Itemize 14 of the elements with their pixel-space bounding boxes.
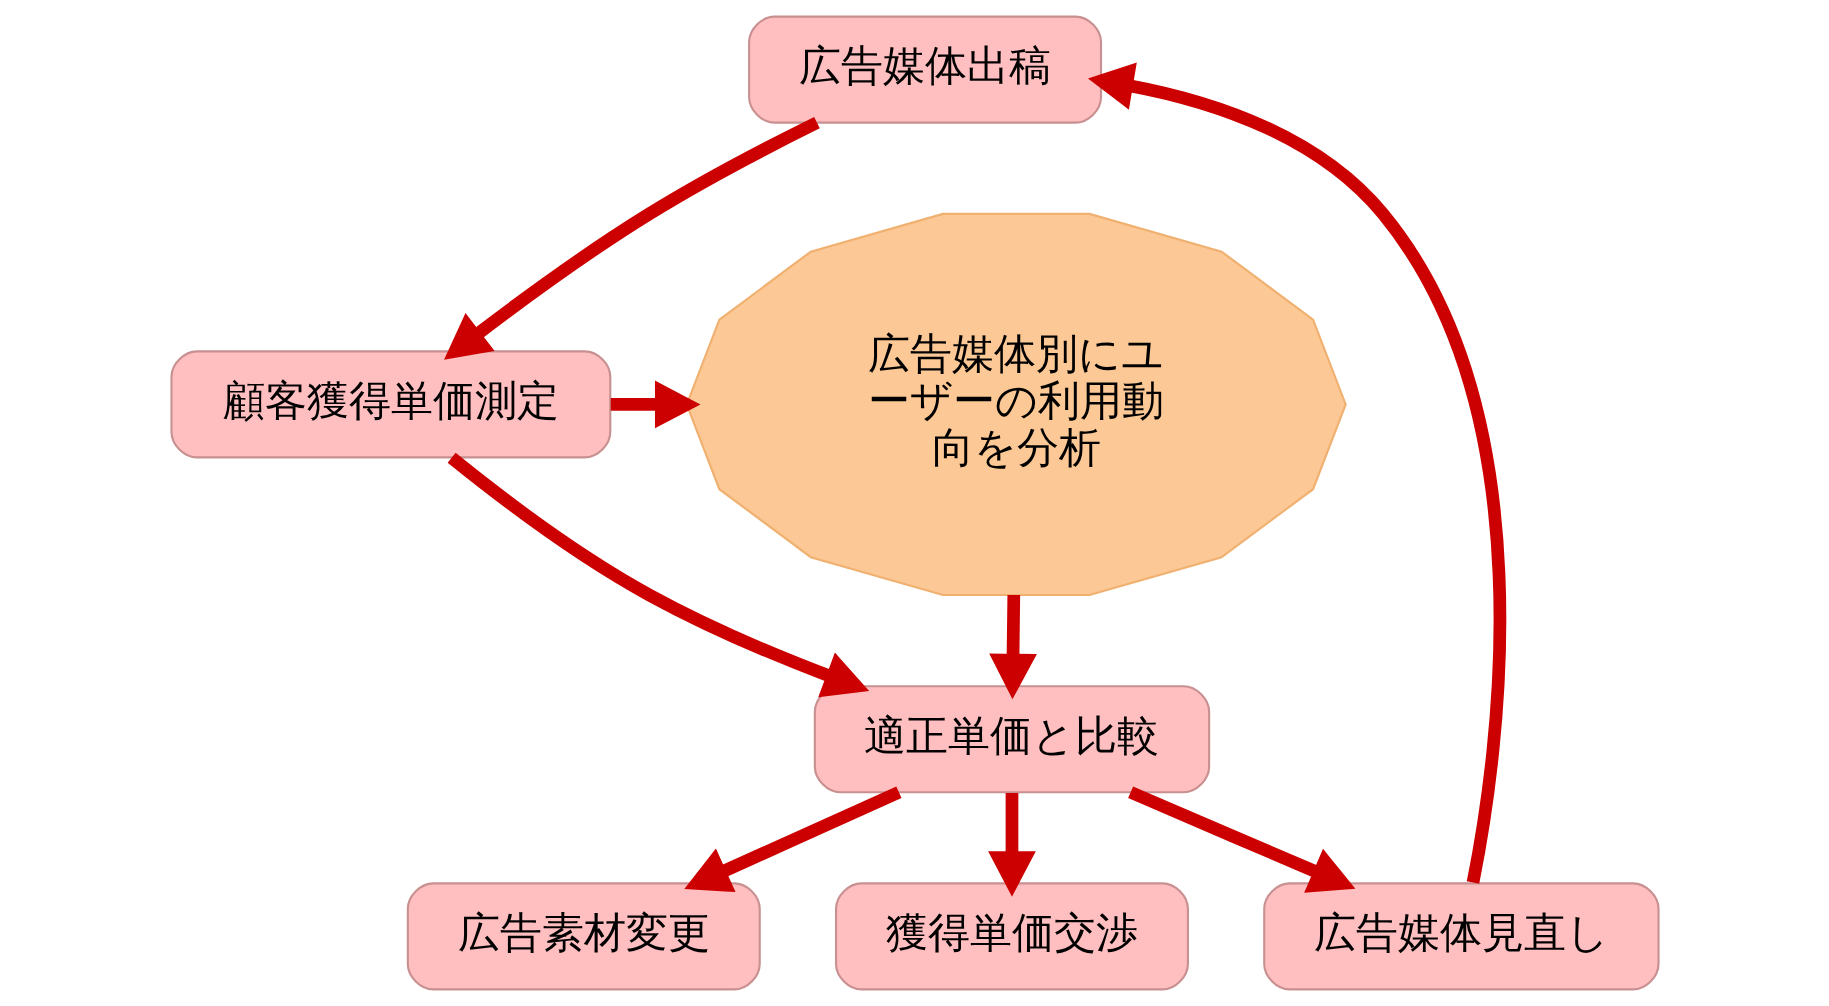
node-box: 獲得単価交渉 — [834, 882, 1189, 991]
arrow — [447, 452, 869, 698]
arrow — [443, 116, 820, 360]
node-box: 適正単価と比較 — [813, 685, 1210, 794]
arrow — [683, 786, 902, 893]
node-box: 広告媒体出稿 — [747, 15, 1102, 124]
arrow — [1127, 786, 1355, 893]
arrow — [1087, 62, 1506, 884]
node-box: 広告媒体見直し — [1262, 882, 1660, 991]
arrow — [988, 594, 1037, 700]
arrow — [987, 793, 1036, 897]
node-box: 広告素材変更 — [406, 882, 761, 991]
node-box: 顧客獲得単価測定 — [169, 350, 611, 459]
arrow — [610, 380, 700, 429]
